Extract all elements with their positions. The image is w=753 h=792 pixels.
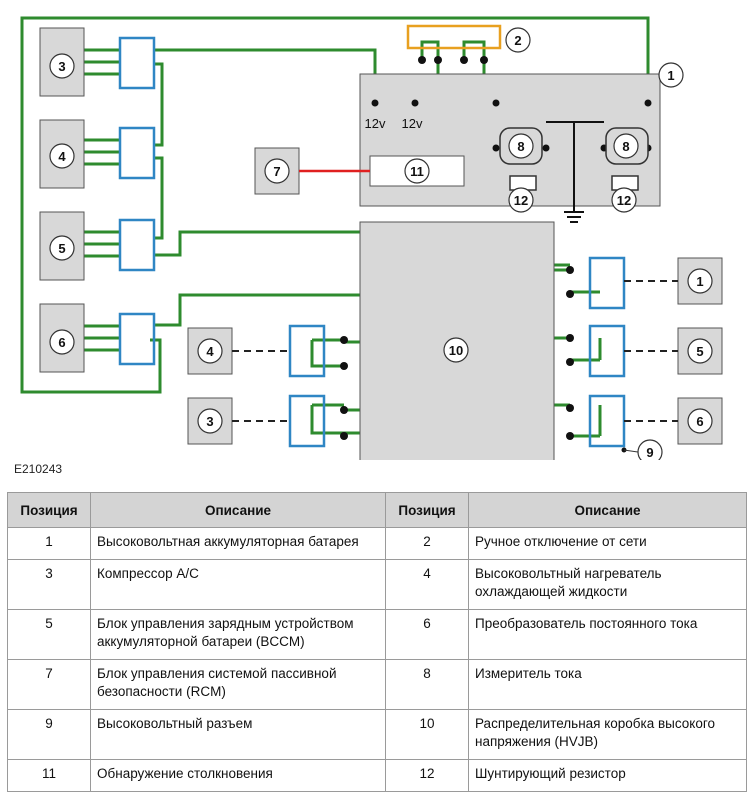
label-3: 3	[58, 59, 65, 74]
header-pos-2: Позиция	[385, 492, 469, 528]
wire-battery-to-6	[20, 16, 650, 394]
table-row: 1 Высоковольтная аккумуляторная батарея …	[7, 527, 747, 560]
figure-id: E210243	[14, 462, 63, 476]
label-4: 4	[58, 149, 66, 164]
cell-desc: Шунтирующий резистор	[468, 759, 747, 792]
cell-pos: 5	[7, 609, 91, 660]
header-desc-2: Описание	[468, 492, 747, 528]
voltage-label-2: 12v	[402, 116, 423, 131]
label-hvjb: 10	[449, 343, 463, 358]
label-6: 6	[58, 335, 65, 350]
cell-desc: Ручное отключение от сети	[468, 527, 747, 560]
header-desc-1: Описание	[90, 492, 386, 528]
cell-pos: 12	[385, 759, 469, 792]
cell-pos: 9	[7, 709, 91, 760]
table-row: 5 Блок управления зарядным устройством а…	[7, 609, 747, 660]
label-right-1: 1	[696, 274, 703, 289]
cell-desc: Обнаружение столкновения	[90, 759, 386, 792]
cell-desc: Высоковольтная аккумуляторная батарея	[90, 527, 386, 560]
cell-desc: Высоковольтный разъем	[90, 709, 386, 760]
cell-pos: 3	[7, 559, 91, 610]
table-row: 9 Высоковольтный разъем 10 Распределител…	[7, 709, 747, 760]
label-sensor-right: 8	[622, 139, 629, 154]
table-row: 11 Обнаружение столкновения 12 Шунтирующ…	[7, 759, 747, 792]
wire-4-5-link	[154, 156, 164, 240]
wire-3	[84, 48, 120, 76]
wire-5	[84, 230, 120, 258]
cell-pos: 7	[7, 659, 91, 710]
label-shunt-right: 12	[617, 193, 631, 208]
label-right-5: 5	[696, 344, 703, 359]
label-right-6: 6	[696, 414, 703, 429]
label-bottom-4: 4	[206, 344, 214, 359]
cell-desc: Блок управления зарядным устройством акк…	[90, 609, 386, 660]
label-bottom-3: 3	[206, 414, 213, 429]
cell-pos: 1	[7, 527, 91, 560]
cell-desc: Высоковольтный нагреватель охлаждающей ж…	[468, 559, 747, 610]
table-row: 3 Компрессор A/C 4 Высоковольтный нагрев…	[7, 559, 747, 610]
voltage-label-1: 12v	[365, 116, 386, 131]
cell-pos: 11	[7, 759, 91, 792]
cell-pos: 10	[385, 709, 469, 760]
wire-3-4-link	[154, 62, 164, 147]
legend-header-row: Позиция Описание Позиция Описание	[7, 492, 747, 528]
header-pos-1: Позиция	[7, 492, 91, 528]
label-rcm: 7	[273, 164, 280, 179]
cell-pos: 4	[385, 559, 469, 610]
label-5: 5	[58, 241, 65, 256]
cell-desc: Преобразователь постоянного тока	[468, 609, 747, 660]
wire-3-to-battery	[154, 48, 377, 103]
wire-4	[84, 138, 120, 166]
legend-table: Позиция Описание Позиция Описание 1 Высо…	[7, 492, 747, 792]
cell-desc: Блок управления системой пассивной безоп…	[90, 659, 386, 710]
wire-6	[84, 324, 120, 352]
cell-pos: 8	[385, 659, 469, 710]
label-connector: 9	[646, 445, 653, 460]
wire-disconnect-link	[420, 40, 486, 60]
label-shunt-left: 12	[514, 193, 528, 208]
cell-desc: Компрессор A/C	[90, 559, 386, 610]
table-row: 7 Блок управления системой пассивной без…	[7, 659, 747, 710]
label-sensor-left: 8	[517, 139, 524, 154]
label-disconnect: 2	[514, 33, 521, 48]
cell-pos: 2	[385, 527, 469, 560]
cell-desc: Распределительная коробка высокого напря…	[468, 709, 747, 760]
cell-desc: Измеритель тока	[468, 659, 747, 710]
hv-wiring-diagram: 3 4 5 6 1 2 7 11 8 8 12 12 10 4 3 1 5 6 …	[20, 16, 723, 460]
cell-pos: 6	[385, 609, 469, 660]
label-crash: 11	[410, 164, 424, 179]
label-battery: 1	[667, 68, 674, 83]
